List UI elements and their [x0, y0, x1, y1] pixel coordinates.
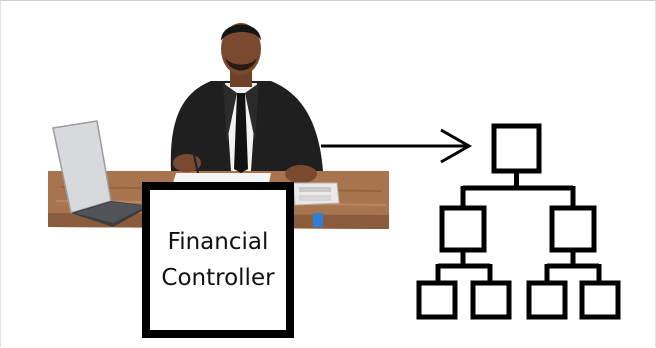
phone [313, 213, 323, 227]
role-label-line1: Financial [167, 229, 269, 255]
man [170, 23, 323, 183]
role-label-box: Financial Controller [142, 182, 294, 338]
org-chart-icon [416, 123, 621, 320]
man-at-desk-photo [48, 23, 389, 229]
laptop [52, 120, 151, 227]
calculator [292, 182, 340, 206]
role-label-line2: Controller [161, 265, 275, 291]
arrow-right-icon [321, 128, 473, 164]
paper [173, 173, 271, 183]
